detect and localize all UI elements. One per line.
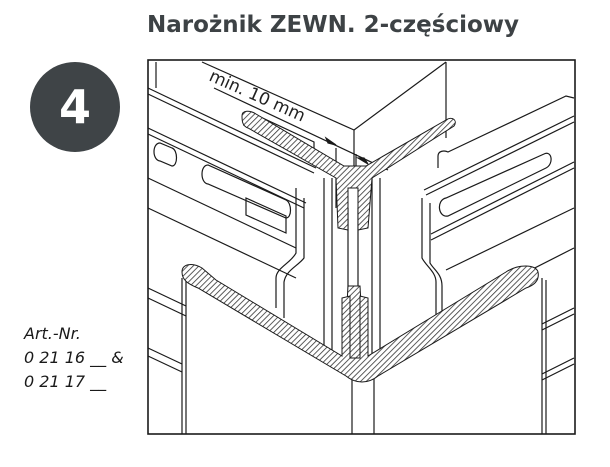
- drawing-frame: [147, 59, 576, 435]
- step-number-badge: 4: [30, 62, 120, 152]
- page-title: Narożnik ZEWN. 2-częściowy: [147, 12, 520, 38]
- article-numbers: Art.-Nr. 0 21 16 __ & 0 21 17 __: [24, 322, 124, 394]
- step-number: 4: [58, 80, 91, 134]
- article-number-line-1: 0 21 16 __ &: [24, 348, 124, 367]
- article-number-label: Art.-Nr.: [24, 324, 81, 343]
- corner-technical-drawing: min. 10 mm: [147, 59, 576, 435]
- article-number-line-2: 0 21 17 __: [24, 372, 107, 391]
